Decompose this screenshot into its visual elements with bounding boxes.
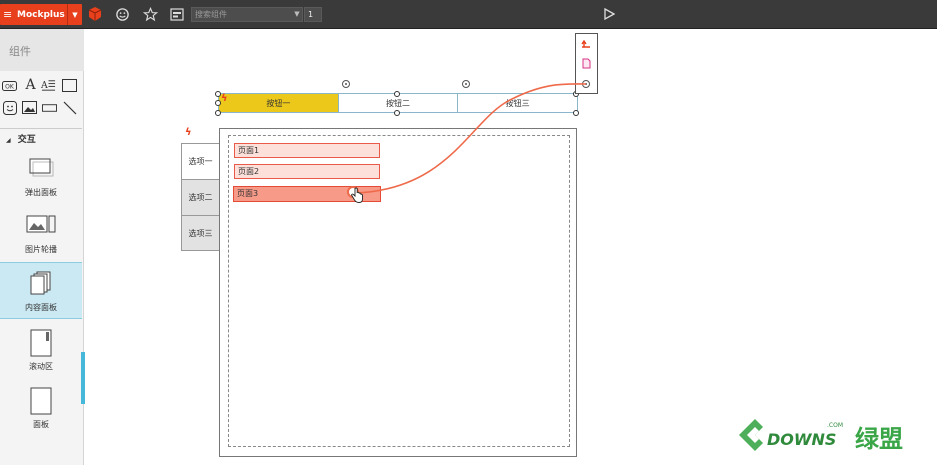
button-two[interactable]: 按钮二 xyxy=(338,94,459,112)
smiley-icon[interactable] xyxy=(114,6,130,22)
component-label: 内容面板 xyxy=(25,303,57,312)
tab-option-one[interactable]: 选项一 xyxy=(181,143,220,179)
line-icon[interactable] xyxy=(62,100,77,115)
text-icon[interactable]: A xyxy=(25,76,36,93)
face-icon[interactable] xyxy=(2,100,17,115)
tab-option-two[interactable]: 选项二 xyxy=(181,179,220,215)
section-label: 交互 xyxy=(17,135,36,145)
return-arrow-icon[interactable] xyxy=(580,39,592,52)
menu-icon: ≡ xyxy=(3,8,13,21)
panel-scrollbar[interactable] xyxy=(81,352,85,404)
hand-cursor-icon xyxy=(350,187,364,207)
search-input[interactable]: 搜索组件 xyxy=(191,7,303,22)
component-label: 弹出面板 xyxy=(25,188,57,197)
svg-text:.COM: .COM xyxy=(827,422,843,429)
component-label: 图片轮播 xyxy=(25,245,57,254)
layout-icon[interactable] xyxy=(169,6,185,22)
play-icon[interactable] xyxy=(601,6,617,22)
carousel-icon xyxy=(26,212,56,238)
svg-text:绿盟: 绿盟 xyxy=(855,425,903,453)
box-icon[interactable] xyxy=(87,6,103,22)
component-panel: 组件 OK A A ◢ 交互 弹出面板 图片轮播 xyxy=(0,29,85,465)
component-scroll-area[interactable]: 滚动区 xyxy=(0,320,82,377)
popup-panel-icon xyxy=(28,155,54,181)
chevron-down-icon[interactable]: ▼ xyxy=(67,4,82,25)
content-panel-inner xyxy=(228,135,570,447)
component-content-panel[interactable]: 内容面板 xyxy=(0,262,82,319)
resize-handle[interactable] xyxy=(215,91,221,97)
button-group[interactable]: 按钮一 按钮二 按钮三 xyxy=(218,93,578,113)
component-label: 面板 xyxy=(33,420,49,429)
paragraph-icon[interactable]: A xyxy=(41,77,56,92)
rectangle-icon[interactable] xyxy=(62,78,77,93)
interaction-lightning-icon: ϟ xyxy=(185,127,192,138)
section-interaction[interactable]: ◢ 交互 xyxy=(0,128,82,145)
panel-title: 组件 xyxy=(0,29,84,71)
resize-handle[interactable] xyxy=(215,110,221,116)
resize-handle[interactable] xyxy=(394,110,400,116)
scroll-area-icon xyxy=(28,329,54,357)
app-name: Mockplus xyxy=(17,9,65,20)
star-icon[interactable] xyxy=(142,6,158,22)
ok-button-icon[interactable]: OK xyxy=(2,78,17,93)
page-item-2[interactable]: 页面2 xyxy=(234,164,380,179)
page-link-icon[interactable] xyxy=(582,58,591,72)
svg-text:A: A xyxy=(41,79,48,90)
component-image-carousel[interactable]: 图片轮播 xyxy=(0,203,82,260)
search-dropdown-icon[interactable]: ▼ xyxy=(294,10,300,18)
section-collapse-icon: ◢ xyxy=(6,137,11,144)
component-panel[interactable]: 面板 xyxy=(0,378,82,435)
input-field-icon[interactable] xyxy=(42,100,57,115)
component-label: 滚动区 xyxy=(29,362,53,371)
resize-handle[interactable] xyxy=(215,100,221,106)
content-panel-icon xyxy=(28,270,54,296)
page-item-3[interactable]: 页面3 xyxy=(233,186,381,202)
page-number-field[interactable]: 1 xyxy=(304,7,322,22)
content-panel[interactable] xyxy=(219,128,577,457)
resize-handle[interactable] xyxy=(394,91,400,97)
component-popup-panel[interactable]: 弹出面板 xyxy=(0,146,82,203)
site-watermark-logo: DOWNS .COM 绿盟 xyxy=(735,415,935,455)
button-one[interactable]: 按钮一 xyxy=(219,94,339,112)
app-menu-button[interactable]: ≡ Mockplus ▼ xyxy=(0,4,82,25)
panel-icon xyxy=(28,387,54,415)
link-target-icon[interactable] xyxy=(462,80,470,88)
svg-text:OK: OK xyxy=(5,83,15,90)
page-item-1[interactable]: 页面1 xyxy=(234,143,380,158)
top-toolbar: ≡ Mockplus ▼ 搜索组件 ▼ 1 xyxy=(0,0,937,29)
resize-handle[interactable] xyxy=(573,110,579,116)
image-icon[interactable] xyxy=(22,100,37,115)
link-target-icon[interactable] xyxy=(342,80,350,88)
svg-text:DOWNS: DOWNS xyxy=(767,430,836,449)
interaction-lightning-icon: ϟ xyxy=(221,93,228,104)
button-three[interactable]: 按钮三 xyxy=(458,94,578,112)
